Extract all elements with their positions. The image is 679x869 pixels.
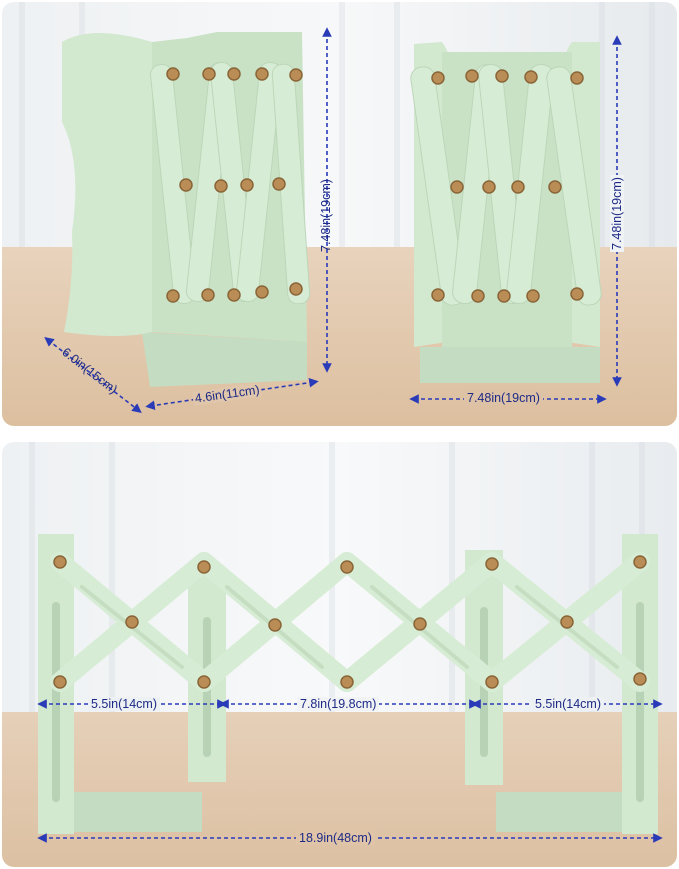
- bottom-photo-illustration: [2, 442, 677, 867]
- dim-top-right-width: 7.48in(19cm): [464, 391, 543, 405]
- dim-bottom-total: 18.9in(48cm): [296, 831, 375, 845]
- top-product-photo: 7.48in(19cm) 6.0in(15cm) 4.6in(11cm) 7.4…: [2, 2, 677, 426]
- dim-top-left-height: 7.48in(19cm): [319, 179, 333, 252]
- bookend-right-extended: [496, 534, 658, 834]
- dim-bottom-left-span: 5.5in(14cm): [88, 697, 160, 711]
- dim-top-right-height: 7.48in(19cm): [610, 175, 624, 252]
- dim-bottom-middle-span: 7.8in(19.8cm): [297, 697, 380, 711]
- bookend-right-front: [410, 42, 602, 383]
- rivets: [53, 555, 647, 689]
- dim-bottom-right-span: 5.5in(14cm): [532, 697, 604, 711]
- bookend-left-angled: [62, 32, 311, 387]
- bottom-product-photo: 5.5in(14cm) 7.8in(19.8cm) 5.5in(14cm) 18…: [2, 442, 677, 867]
- top-photo-illustration: [2, 2, 677, 426]
